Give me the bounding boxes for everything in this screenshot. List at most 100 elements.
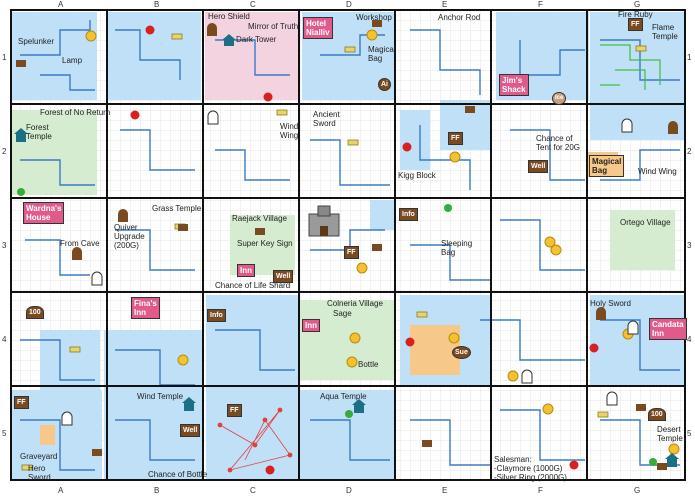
route-node (287, 452, 293, 458)
well-icon: Well (273, 270, 294, 283)
water-zone (370, 200, 395, 230)
label-sleeping-bag: Sleeping Bag (441, 239, 473, 257)
map-border (10, 9, 686, 481)
label-ancient-sword: Ancient Sword (313, 110, 340, 128)
label-super-key-sign: Super Key Sign (237, 239, 293, 248)
ff-icon: FF (448, 132, 463, 145)
ff-icon: FF (628, 18, 643, 31)
coin-icon (550, 244, 562, 256)
path (600, 149, 680, 181)
apple-icon (145, 25, 155, 35)
path (215, 329, 295, 371)
path (40, 74, 95, 91)
path (115, 29, 181, 80)
label-magical-bag: Magical Bag (368, 45, 396, 63)
path (500, 409, 585, 461)
chest-icon (21, 464, 33, 471)
arch-items (61, 110, 639, 426)
chest-icon (416, 311, 428, 318)
apple-items (130, 25, 599, 475)
column-label-bottom: C (250, 486, 256, 495)
grass-zone (12, 110, 97, 195)
grass-zone (300, 300, 395, 380)
door-icon (207, 23, 217, 36)
castle-icon (308, 205, 340, 237)
100-icon: 100 (26, 306, 44, 319)
coin-icon (449, 151, 461, 163)
path (25, 239, 90, 276)
maze-line (615, 69, 646, 90)
row-label-right: 3 (687, 241, 692, 250)
signpost-icon (16, 60, 26, 67)
potion-icon (444, 204, 452, 212)
coin-icon (448, 332, 460, 344)
signpost-icon (657, 463, 667, 470)
path (419, 125, 471, 190)
path (115, 419, 195, 461)
label-chance-of-life-shard: Chance of Life Shard (215, 281, 291, 290)
100-icon: 100 (648, 408, 666, 421)
label-from-cave: From Cave (60, 239, 100, 248)
label-hero-sword: Hero Sword (28, 464, 51, 482)
water-zone (300, 390, 395, 480)
path (600, 319, 680, 371)
tag-wardnas-house: Wardna's House (23, 202, 65, 224)
row-label-right: 4 (687, 335, 692, 344)
column-label-top: E (442, 0, 448, 9)
potion-icon (17, 188, 25, 196)
label-wind-wing: Wind Wing (280, 122, 299, 140)
apple-icon (589, 343, 599, 353)
route-node (217, 422, 223, 428)
temple-icon (14, 128, 28, 142)
label-fire-ruby: Fire Ruby (618, 10, 653, 19)
coin-items (85, 29, 680, 455)
path (115, 229, 195, 271)
chest-icon (635, 45, 647, 52)
castle-tower (317, 205, 331, 217)
label-hero-shield: Hero Shield (208, 12, 250, 21)
castle-gate (320, 226, 328, 236)
door-icon (72, 247, 82, 260)
tag-hotel-nialliv: Hotel Nialliv (303, 17, 333, 39)
path (519, 40, 585, 76)
route-node (277, 407, 283, 413)
column-label-top: F (538, 0, 543, 9)
sue-icon: Sue (452, 346, 471, 359)
temple-icon (352, 399, 366, 413)
ice-icon: Ice (552, 92, 567, 105)
label-anchor-rod: Anchor Rod (438, 13, 481, 22)
well-icon: Well (528, 160, 549, 173)
apple-icon (263, 92, 273, 102)
path (310, 419, 390, 461)
label-mirror-of-truth: Mirror of Truth (248, 22, 299, 31)
orange-zone (40, 425, 55, 445)
route-node (262, 417, 268, 423)
coin-icon (507, 370, 519, 382)
coin-icon (544, 236, 556, 248)
info-icon: Info (207, 309, 226, 322)
tag-magical-bag: Magical Bag (589, 155, 625, 177)
column-label-top: B (154, 0, 160, 9)
water-zone (12, 12, 97, 100)
label-ortego-village: Ortego Village (620, 218, 671, 227)
label-bottle: Bottle (358, 360, 379, 369)
label-chance-of-bottle: Chance of Bottle (148, 470, 208, 479)
label-quiver-upgrade: Quiver Upgrade (200G) (114, 223, 145, 250)
column-label-bottom: A (58, 486, 64, 495)
row-label-left: 5 (2, 429, 7, 438)
chest-icon (69, 346, 81, 353)
coin-icon (356, 262, 368, 274)
coin-icon (542, 403, 554, 415)
apple-icon (402, 142, 412, 152)
ff-icon: FF (227, 404, 242, 417)
label-holy-sword: Holy Sword (590, 299, 631, 308)
path (310, 229, 385, 251)
arch-icon (207, 110, 219, 125)
apple-icon (130, 110, 140, 120)
door-icon (118, 209, 128, 222)
temple-items (14, 34, 679, 467)
label-workshop: Workshop (356, 13, 392, 22)
label-salesman: Salesman: -Claymore (1000G) -Silver Ring… (494, 455, 567, 482)
signpost-icon (178, 224, 188, 231)
